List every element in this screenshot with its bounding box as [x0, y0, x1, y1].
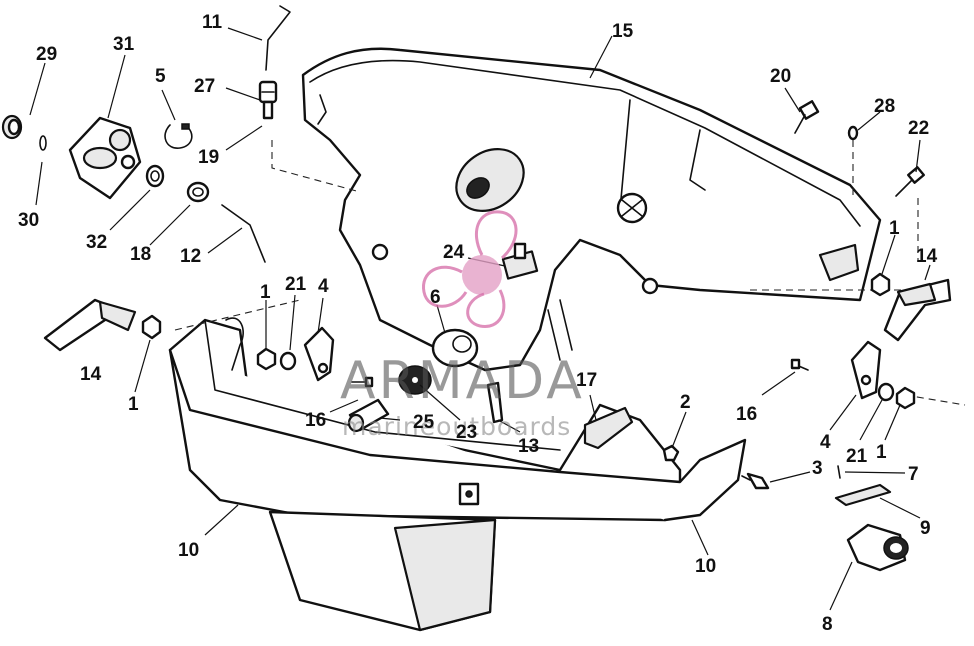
callout-1-upper-right: 1 [889, 218, 900, 239]
part-2-nut [662, 444, 680, 462]
part-1-center-nut [256, 347, 277, 371]
part-3-screw [741, 472, 770, 490]
part-11-rod [265, 5, 291, 71]
callout-10-left: 10 [178, 540, 199, 561]
part-17-pad [583, 406, 634, 450]
part-24-latch-bracket [501, 242, 539, 280]
callout-1-left: 1 [128, 394, 139, 415]
callout-14-left: 14 [80, 364, 102, 385]
part-16-screw-left [351, 376, 374, 388]
callout-16-left: 16 [305, 410, 326, 431]
part-28-washer [847, 125, 859, 141]
lower-cover-pan [168, 317, 747, 522]
part-14-right-latch-lever [883, 278, 952, 342]
part-4-right-bracket [850, 340, 882, 400]
callout-25: 25 [413, 412, 435, 433]
callout-8: 8 [822, 614, 833, 635]
watermark-brand: ARMADA [340, 351, 585, 411]
part-30-o-ring [39, 135, 47, 151]
part-18-ring [186, 181, 210, 203]
assembly-guide-lines [174, 140, 966, 406]
callout-labels: 29 31 5 11 27 19 30 32 18 12 15 20 28 22… [18, 12, 938, 635]
callout-7: 7 [908, 464, 919, 485]
part-27-grommet [258, 80, 278, 120]
callout-5: 5 [155, 66, 166, 87]
part-12-bent-rod [221, 204, 266, 263]
callout-9: 9 [920, 518, 931, 539]
callout-14-right: 14 [916, 246, 938, 267]
part-1-lower-right-nut [895, 386, 916, 410]
callout-2: 2 [680, 392, 691, 413]
callout-30: 30 [18, 210, 39, 231]
part-9-plate [834, 483, 892, 507]
callout-23: 23 [456, 422, 477, 443]
part-7-screw [837, 465, 841, 479]
part-22-bolt [895, 166, 926, 197]
part-25-stud [347, 398, 390, 433]
callout-3: 3 [812, 458, 823, 479]
part-20-bolt [794, 100, 820, 134]
armada-logo-icon [422, 210, 518, 328]
callout-21-right: 21 [846, 446, 868, 467]
part-31-fitting-bracket [68, 116, 142, 200]
callout-27: 27 [194, 76, 215, 97]
callout-31: 31 [113, 34, 135, 55]
part-13-clip [486, 381, 504, 424]
part-16-screw-right [790, 358, 809, 371]
callout-15: 15 [612, 21, 634, 42]
callout-18: 18 [130, 244, 151, 265]
callout-12: 12 [180, 246, 201, 267]
callout-28: 28 [874, 96, 895, 117]
callout-21-left: 21 [285, 274, 307, 295]
callout-6: 6 [430, 287, 441, 308]
callout-17: 17 [576, 370, 597, 391]
callout-11: 11 [202, 12, 223, 33]
part-4-left-bracket [303, 326, 335, 382]
callout-24: 24 [443, 242, 465, 263]
watermark-tagline: marineoutboards [342, 412, 571, 441]
leader-lines [29, 27, 931, 611]
part-21-left-washer [279, 351, 297, 371]
callout-20: 20 [770, 66, 791, 87]
part-29-plug [1, 114, 23, 140]
part-14-left-latch-lever [43, 298, 137, 352]
callout-19: 19 [198, 147, 219, 168]
part-6-grommet [431, 328, 479, 368]
callout-4-left: 4 [318, 276, 329, 297]
callout-32: 32 [86, 232, 107, 253]
part-21-right-washer [877, 382, 895, 402]
callout-13: 13 [518, 436, 539, 457]
part-1-left-nut [141, 314, 162, 340]
watermark: ARMADA marineoutboards [340, 210, 585, 441]
callout-1-center: 1 [260, 282, 271, 303]
callout-4-right: 4 [820, 432, 831, 453]
callout-1-lower-right: 1 [876, 442, 887, 463]
part-5-hose-clamp [164, 123, 193, 149]
upper-cover [301, 47, 882, 372]
callout-16-right: 16 [736, 404, 757, 425]
part-1-right-nut [870, 272, 891, 297]
callout-22: 22 [908, 118, 929, 139]
part-8-fitting [846, 523, 909, 572]
exhaust-housing [268, 510, 497, 632]
callout-29: 29 [36, 44, 57, 65]
part-32-clamp [145, 164, 165, 188]
callout-10-right: 10 [695, 556, 716, 577]
